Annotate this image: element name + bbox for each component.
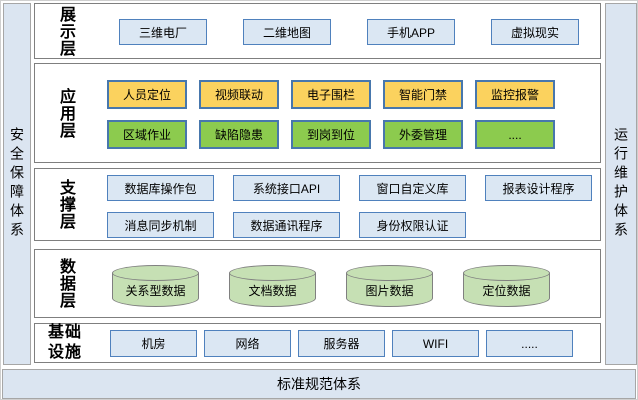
- application-box-on-duty: 到岗到位: [291, 120, 371, 149]
- cylinder-top-shape: [346, 265, 433, 281]
- presentation-box-virtual-reality: 虚拟现实: [491, 19, 579, 45]
- support-box-message-sync: 消息同步机制: [107, 212, 214, 238]
- infrastructure-row: 机房 网络 服务器 WIFI .....: [110, 330, 573, 357]
- document-data-label: 文档数据: [248, 284, 297, 298]
- presentation-layer-panel: 展示层 三维电厂 二维地图 手机APP 虚拟现实: [34, 3, 601, 59]
- standards-spec-label: 标准规范体系: [277, 376, 361, 392]
- positioning-data-cylinder: 定位数据: [463, 265, 550, 307]
- infrastructure-layer-content: 机房 网络 服务器 WIFI .....: [95, 324, 600, 362]
- application-layer-label-text: 应用层: [57, 87, 74, 139]
- application-box-video-linkage: 视频联动: [199, 80, 279, 109]
- positioning-data-label: 定位数据: [482, 284, 531, 298]
- data-row: 关系型数据 文档数据 图片数据 定位数据: [112, 265, 550, 307]
- application-row-1: 人员定位 视频联动 电子围栏 智能门禁 监控报警: [107, 80, 555, 109]
- application-box-electronic-fence: 电子围栏: [291, 80, 371, 109]
- support-box-data-comm: 数据通讯程序: [233, 212, 340, 238]
- infrastructure-box-server: 服务器: [298, 330, 385, 357]
- presentation-layer-label: 展示层: [35, 4, 95, 58]
- infrastructure-box-machine-room: 机房: [110, 330, 197, 357]
- image-data-label: 图片数据: [365, 284, 414, 298]
- support-layer-content: 数据库操作包 系统接口API 窗口自定义库 报表设计程序 消息同步机制 数据通讯…: [95, 169, 600, 240]
- application-box-monitoring-alarm: 监控报警: [475, 80, 555, 109]
- support-box-report-designer: 报表设计程序: [485, 175, 592, 201]
- support-layer-label: 支撑层: [35, 169, 95, 240]
- standards-spec-bar: 标准规范体系: [2, 369, 636, 399]
- application-box-defect-hazard: 缺陷隐患: [199, 120, 279, 149]
- application-layer-content: 人员定位 视频联动 电子围栏 智能门禁 监控报警 区域作业 缺陷隐患 到岗到位 …: [95, 64, 600, 162]
- cylinder-top-shape: [112, 265, 199, 281]
- security-assurance-bar: 安全保障体系: [3, 3, 31, 365]
- infrastructure-layer-label-text: 基础设施: [47, 324, 82, 361]
- data-layer-label-text: 数据层: [57, 258, 74, 309]
- application-box-personnel-positioning: 人员定位: [107, 80, 187, 109]
- infrastructure-layer-label: 基础设施: [35, 324, 95, 362]
- presentation-box-3d-plant: 三维电厂: [119, 19, 207, 45]
- support-row-2: 消息同步机制 数据通讯程序 身份权限认证: [107, 212, 466, 238]
- data-layer-panel: 数据层 关系型数据 文档数据 图片数据 定位数据: [34, 249, 601, 318]
- data-layer-content: 关系型数据 文档数据 图片数据 定位数据: [95, 250, 600, 317]
- image-data-cylinder: 图片数据: [346, 265, 433, 307]
- document-data-cylinder: 文档数据: [229, 265, 316, 307]
- security-assurance-label: 安全保障体系: [9, 127, 25, 241]
- application-box-outsourcing-mgmt: 外委管理: [383, 120, 463, 149]
- support-box-system-api: 系统接口API: [233, 175, 340, 201]
- presentation-layer-content: 三维电厂 二维地图 手机APP 虚拟现实: [95, 4, 600, 58]
- relational-data-cylinder: 关系型数据: [112, 265, 199, 307]
- infrastructure-box-wifi: WIFI: [392, 330, 479, 357]
- cylinder-top-shape: [463, 265, 550, 281]
- operation-maintenance-bar: 运行维护体系: [605, 3, 637, 365]
- data-layer-label: 数据层: [35, 250, 95, 317]
- support-layer-label-text: 支撑层: [57, 179, 74, 230]
- operation-maintenance-label: 运行维护体系: [613, 127, 629, 241]
- infrastructure-box-more: .....: [486, 330, 573, 357]
- application-box-more: ....: [475, 120, 555, 149]
- application-row-2: 区域作业 缺陷隐患 到岗到位 外委管理 ....: [107, 120, 555, 149]
- presentation-row: 三维电厂 二维地图 手机APP 虚拟现实: [119, 19, 579, 45]
- presentation-box-mobile-app: 手机APP: [367, 19, 455, 45]
- support-box-identity-auth: 身份权限认证: [359, 212, 466, 238]
- support-row-1: 数据库操作包 系统接口API 窗口自定义库 报表设计程序: [107, 175, 592, 201]
- cylinder-top-shape: [229, 265, 316, 281]
- presentation-layer-label-text: 展示层: [57, 5, 74, 57]
- support-box-window-custom-lib: 窗口自定义库: [359, 175, 466, 201]
- relational-data-label: 关系型数据: [125, 284, 186, 298]
- application-box-area-work: 区域作业: [107, 120, 187, 149]
- infrastructure-layer-panel: 基础设施 机房 网络 服务器 WIFI .....: [34, 323, 601, 363]
- application-box-smart-access: 智能门禁: [383, 80, 463, 109]
- support-layer-panel: 支撑层 数据库操作包 系统接口API 窗口自定义库 报表设计程序 消息同步机制 …: [34, 168, 601, 241]
- support-box-database-toolkit: 数据库操作包: [107, 175, 214, 201]
- presentation-box-2d-map: 二维地图: [243, 19, 331, 45]
- application-layer-panel: 应用层 人员定位 视频联动 电子围栏 智能门禁 监控报警 区域作业 缺陷隐患 到…: [34, 63, 601, 163]
- infrastructure-box-network: 网络: [204, 330, 291, 357]
- application-layer-label: 应用层: [35, 64, 95, 162]
